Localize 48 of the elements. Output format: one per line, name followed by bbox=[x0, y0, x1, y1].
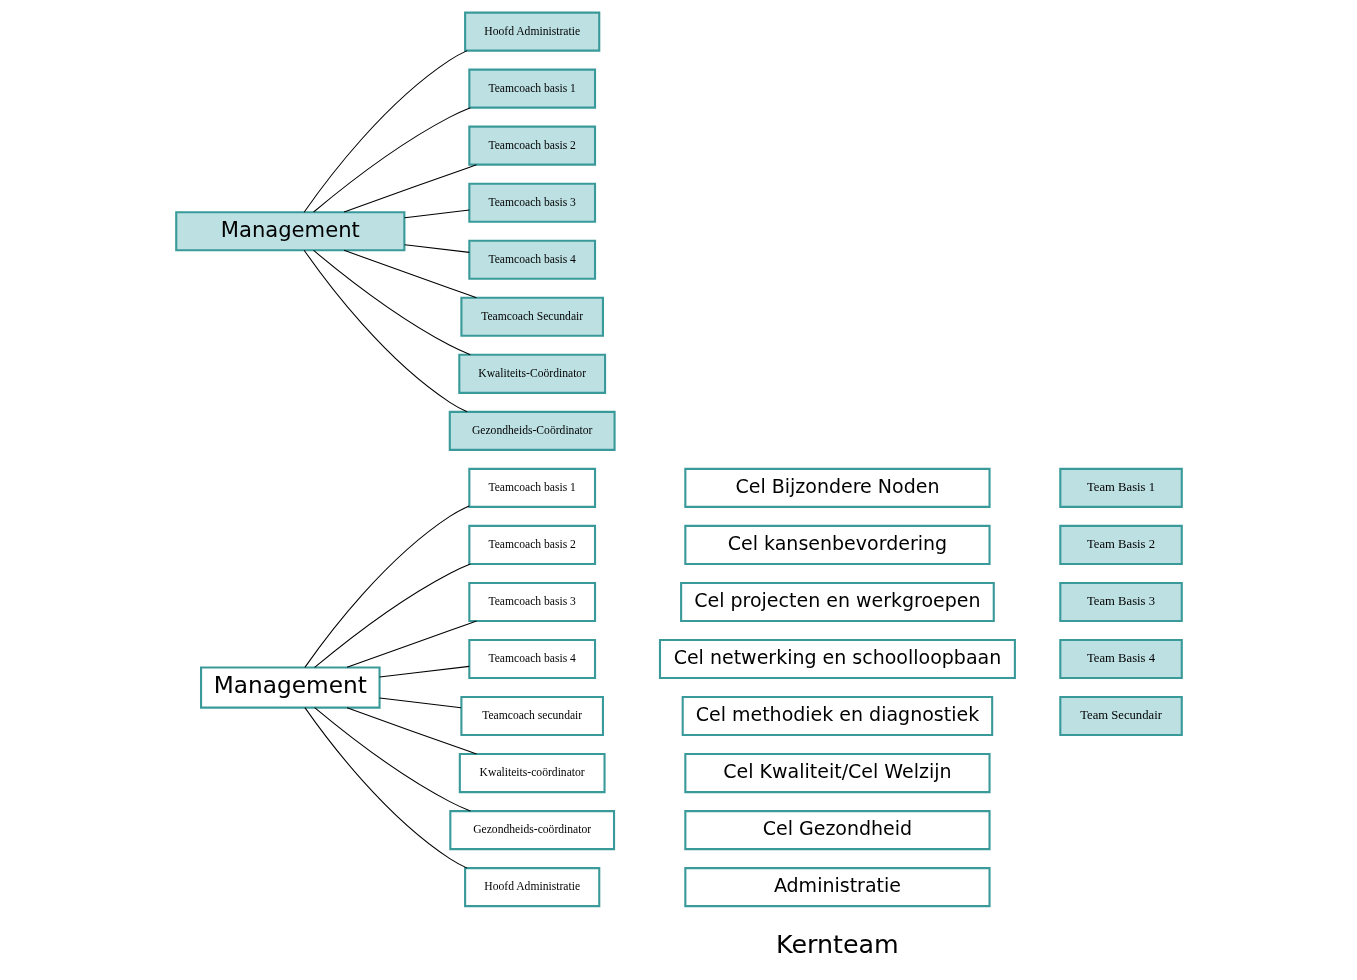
node-box: Hoofd Administratie bbox=[463, 867, 600, 908]
node-box: Cel methodiek en diagnostiek bbox=[681, 695, 993, 737]
connector bbox=[343, 164, 477, 213]
node-box: Team Basis 1 bbox=[1058, 467, 1183, 508]
node-box: Gezondheids-coördinator bbox=[448, 810, 615, 851]
node-box: Management bbox=[174, 211, 405, 252]
node-box: Teamcoach basis 4 bbox=[467, 638, 596, 680]
node-box: Cel Bijzondere Noden bbox=[683, 467, 991, 508]
node-box: Cel projecten en werkgroepen bbox=[679, 581, 995, 623]
connector bbox=[303, 707, 468, 869]
node-box: Teamcoach basis 1 bbox=[467, 68, 596, 109]
node-box: Cel Gezondheid bbox=[683, 810, 991, 851]
node-box: Team Basis 3 bbox=[1058, 581, 1183, 623]
connector bbox=[346, 707, 477, 755]
label: Kernteam bbox=[775, 928, 899, 959]
node-box: Kwaliteits-Coördinator bbox=[457, 353, 606, 394]
node-box: Teamcoach Secundair bbox=[459, 296, 604, 337]
node-box: Teamcoach basis 4 bbox=[467, 239, 596, 280]
connector bbox=[313, 707, 471, 812]
node-box: Administratie bbox=[683, 867, 991, 908]
connector bbox=[312, 107, 471, 213]
connector bbox=[346, 620, 477, 668]
node-box: Team Basis 2 bbox=[1058, 524, 1183, 565]
connector bbox=[403, 209, 470, 219]
connector bbox=[378, 665, 470, 678]
node-box: Team Basis 4 bbox=[1058, 638, 1183, 680]
node-box: Teamcoach basis 3 bbox=[467, 182, 596, 223]
node-box: Teamcoach basis 3 bbox=[467, 581, 596, 623]
connector bbox=[303, 505, 470, 668]
node-box: Cel Kwaliteit/Cel Welzijn bbox=[683, 753, 991, 794]
node-box: Teamcoach basis 2 bbox=[467, 125, 596, 166]
node-box: Kwaliteits-coördinator bbox=[458, 753, 606, 794]
connector bbox=[343, 249, 477, 299]
node-box: Cel kansenbevordering bbox=[683, 524, 991, 565]
connector bbox=[303, 50, 468, 213]
node-box: Gezondheids-Coördinator bbox=[448, 410, 616, 451]
connector bbox=[403, 244, 470, 253]
connector bbox=[303, 249, 468, 413]
node-box: Teamcoach basis 2 bbox=[467, 524, 596, 565]
node-box: Cel netwerking en schoolloopbaan bbox=[658, 638, 1016, 680]
connector bbox=[378, 697, 462, 709]
node-box: Teamcoach basis 1 bbox=[467, 467, 596, 508]
connector bbox=[313, 563, 471, 668]
node-box: Hoofd Administratie bbox=[463, 11, 600, 52]
node-box: Teamcoach secundair bbox=[459, 695, 604, 737]
node-box: Team Secundair bbox=[1058, 695, 1183, 737]
node-box: Management bbox=[199, 666, 381, 709]
connector bbox=[312, 249, 471, 356]
